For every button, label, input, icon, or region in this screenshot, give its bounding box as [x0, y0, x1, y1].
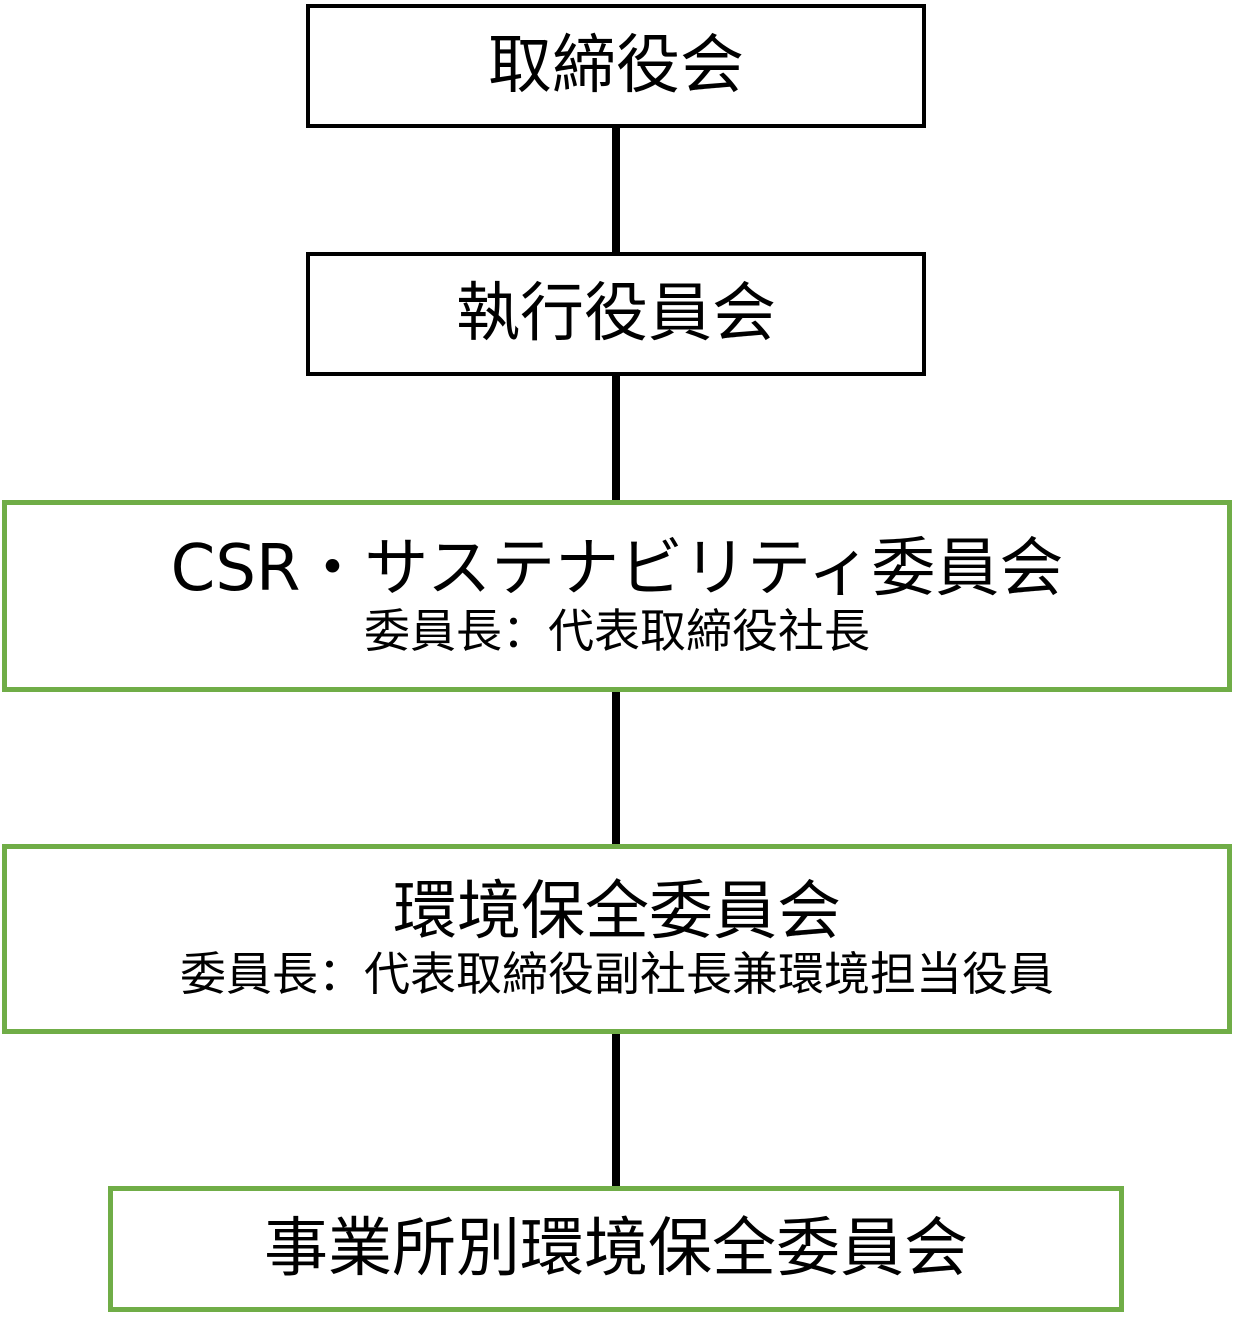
node-site-environment: 事業所別環境保全委員会 [108, 1186, 1124, 1312]
connector-csr-environment [612, 690, 620, 846]
node-environment-chair: 委員長：代表取締役副社長兼環境担当役員 [180, 946, 1054, 1001]
node-csr-title: CSR・サステナビリティ委員会 [170, 532, 1064, 607]
node-board: 取締役会 [306, 4, 926, 128]
node-environment: 環境保全委員会 委員長：代表取締役副社長兼環境担当役員 [2, 844, 1232, 1034]
node-site-environment-title: 事業所別環境保全委員会 [264, 1211, 968, 1286]
node-environment-title: 環境保全委員会 [393, 875, 841, 950]
node-executive-title: 執行役員会 [456, 276, 776, 351]
connector-executive-csr [612, 374, 620, 502]
node-csr: CSR・サステナビリティ委員会 委員長：代表取締役社長 [2, 500, 1232, 692]
node-csr-chair: 委員長：代表取締役社長 [364, 603, 870, 658]
connector-environment-site [612, 1032, 620, 1188]
node-executive: 執行役員会 [306, 252, 926, 376]
node-board-title: 取締役会 [488, 28, 744, 103]
connector-board-executive [612, 126, 620, 254]
